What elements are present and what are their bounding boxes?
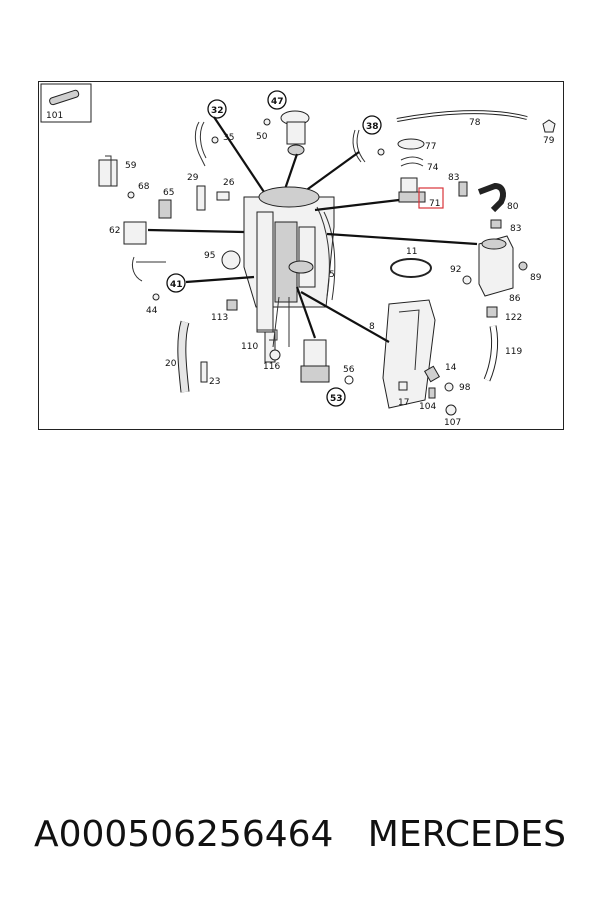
inset-101: 101 <box>40 83 92 123</box>
part-104: 104 <box>419 387 436 412</box>
part-number-text: A000506256464 <box>33 813 334 855</box>
label-95: 95 <box>204 251 215 261</box>
band-11: 11 <box>390 247 432 278</box>
plate-62: 62 <box>109 221 245 245</box>
sensor-14: 14 <box>423 363 457 383</box>
label-83a: 83 <box>448 173 459 183</box>
label-77: 77 <box>425 142 436 152</box>
label-89: 89 <box>530 273 542 283</box>
clip-79: 79 <box>542 119 556 146</box>
label-86: 86 <box>509 294 521 304</box>
label-47: 47 <box>271 97 284 107</box>
label-104: 104 <box>419 402 436 412</box>
label-11: 11 <box>406 247 417 257</box>
brand-text: MERCEDES <box>367 813 567 855</box>
harness-41: 41 44 <box>131 256 255 316</box>
label-26: 26 <box>223 178 235 188</box>
label-32: 32 <box>211 106 224 116</box>
label-101: 101 <box>46 111 63 121</box>
label-62: 62 <box>109 226 120 236</box>
part-29: 29 <box>187 173 206 211</box>
actuator-53: 53 <box>295 286 346 407</box>
label-8: 8 <box>369 322 375 332</box>
nut-107: 107 <box>444 404 461 428</box>
pump-47: 47 50 <box>256 90 310 193</box>
bracket-110: 110 <box>241 329 278 352</box>
label-113: 113 <box>211 313 228 323</box>
label-92: 92 <box>450 265 461 275</box>
clip-17: 17 <box>398 381 409 408</box>
label-23: 23 <box>209 377 220 387</box>
clip-23: 23 <box>200 361 220 387</box>
label-14: 14 <box>445 363 457 373</box>
label-41: 41 <box>170 280 183 290</box>
hose-78: 78 <box>396 110 528 128</box>
label-59: 59 <box>125 161 137 171</box>
label-53: 53 <box>330 394 343 404</box>
label-98: 98 <box>459 383 471 393</box>
label-56: 56 <box>343 365 355 375</box>
label-71: 71 <box>429 199 440 209</box>
hose-119: 119 <box>483 325 522 382</box>
parts-diagram-frame: 101 78 79 32 35 47 <box>38 81 564 430</box>
label-68: 68 <box>138 182 150 192</box>
label-107: 107 <box>444 418 461 428</box>
main-heater-unit: 5 <box>243 186 336 363</box>
part-68: 68 <box>127 182 150 199</box>
harness-32: 32 35 <box>194 99 265 193</box>
label-38: 38 <box>366 122 379 132</box>
label-119: 119 <box>505 347 522 357</box>
label-122: 122 <box>505 313 522 323</box>
exploded-parts-diagram: 101 78 79 32 35 47 <box>40 83 556 428</box>
label-110: 110 <box>241 342 258 352</box>
grommet-92: 92 <box>450 265 472 285</box>
part-26: 26 <box>216 178 235 201</box>
bracket-8: 8 <box>300 291 436 409</box>
label-29: 29 <box>187 173 199 183</box>
fitting-122: 122 <box>486 306 522 323</box>
label-83b: 83 <box>510 224 521 234</box>
bolt-113: 113 <box>211 299 238 323</box>
label-79: 79 <box>543 136 555 146</box>
screw-89: 89 <box>518 261 542 283</box>
label-20: 20 <box>165 359 177 369</box>
tool-95: 95 <box>204 250 241 270</box>
label-50: 50 <box>256 132 268 142</box>
connector-83a: 83 <box>448 173 468 197</box>
part-65: 65 <box>158 188 174 219</box>
harness-38: 38 <box>300 115 385 195</box>
nut-116: 116 <box>263 349 281 372</box>
bracket-59: 59 <box>98 155 137 187</box>
valve-71: 71 <box>314 177 444 212</box>
elbow-80: 80 <box>477 182 519 213</box>
hose-20: 20 <box>165 320 190 393</box>
label-74: 74 <box>427 163 439 173</box>
label-80: 80 <box>507 202 519 212</box>
connector-83b: 83 <box>490 219 521 234</box>
tank-86: 86 <box>326 232 521 304</box>
footer-caption: A000506256464 MERCEDES <box>0 804 600 864</box>
nut-98: 98 <box>444 382 471 393</box>
label-116: 116 <box>263 362 280 372</box>
label-65: 65 <box>163 188 174 198</box>
label-5: 5 <box>329 270 335 280</box>
clamp-77: 77 <box>397 138 436 152</box>
label-17: 17 <box>398 398 409 408</box>
label-78: 78 <box>469 118 481 128</box>
clamp-74: 74 <box>400 156 439 173</box>
label-44: 44 <box>146 306 158 316</box>
oring-56: 56 <box>343 365 355 385</box>
